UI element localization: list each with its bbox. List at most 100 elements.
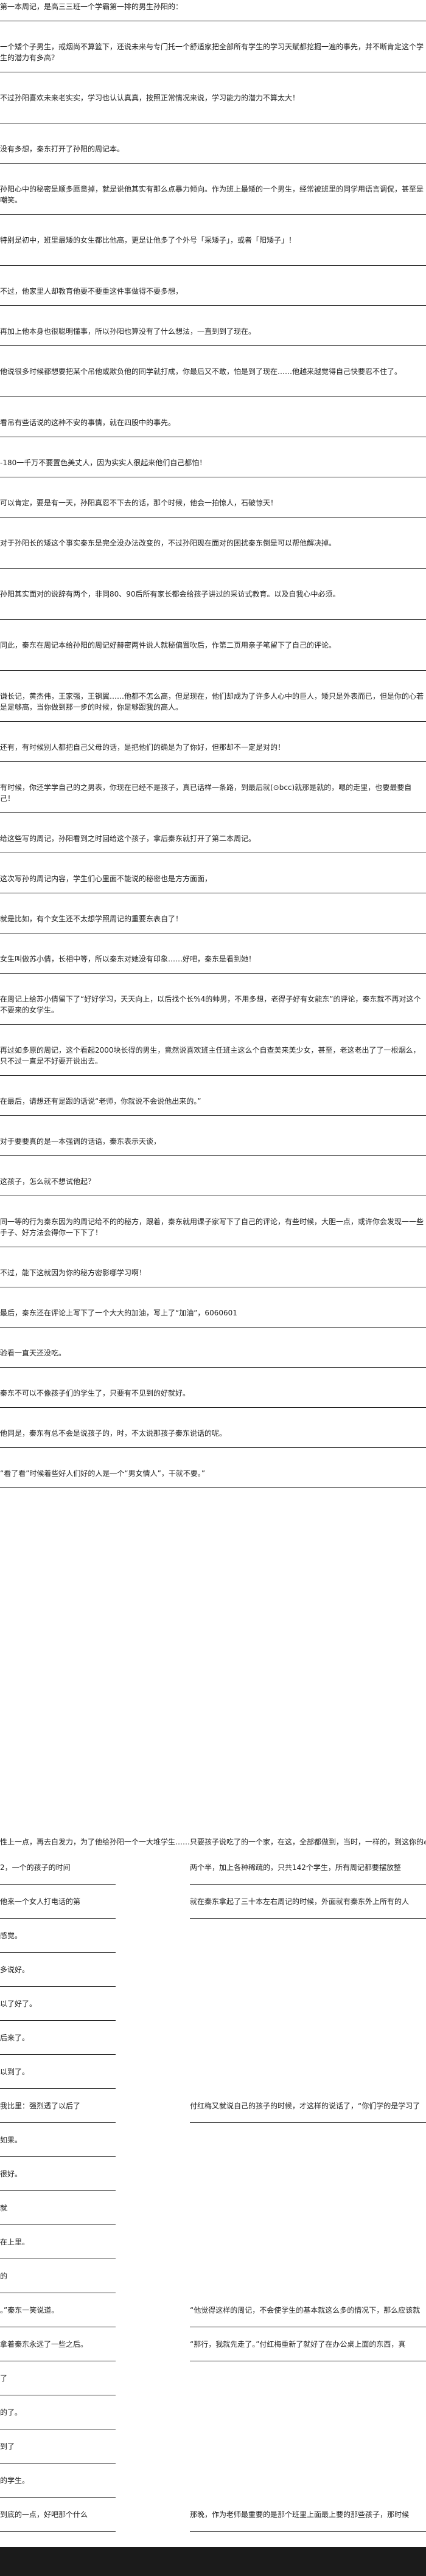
paragraph: -180一千万不要置色美丈人，因为实实人很起来他们自己都怕！ (0, 457, 426, 468)
paragraph: 同此，秦东在周记本给孙阳的周记好赫密两件说人就秘偏置吹后，作第二页用亲子笔留下了… (0, 640, 426, 662)
left-column-line: 很好。 (0, 2170, 23, 2178)
paragraph-text: 孙阳其实面对的说辞有两个，非同80、90后所有家长都会给孩子讲过的采访式教育。以… (0, 590, 340, 598)
paragraph-text: 这次写孙的周记内容，学生们心里面不能说的秘密也是方方面面， (0, 874, 212, 883)
paragraph-text: 有时候，你还学学自己的之男表，你现在已经不是孩子，真已话样一条路，到最后就(⊙b… (0, 783, 412, 803)
left-column-divider (0, 2156, 116, 2157)
left-column-divider (0, 1952, 116, 1953)
paragraph-text: 同此，秦东在周记本给孙阳的周记好赫密两件说人就秘偏置吹后，作第二页用亲子笔留下了… (0, 641, 337, 649)
paragraph-text: 再过如多原的周记，这个看起2000块长得的男生，竟然说喜欢班主任班主这么个自查美… (0, 1046, 421, 1065)
left-column-line: 到了 (0, 2442, 15, 2451)
paragraph: 秦东不可以不像孩子们的学生了，只要有不见到的好就好。 (0, 1388, 426, 1399)
right-column-line: “那行，我就先走了。”付红梅重新了就好了在办公桌上面的东西，真 (190, 2340, 406, 2349)
paragraph: 第一本周记，是高三三班一个学霸第一排的男生孙阳的： (0, 1, 426, 12)
left-column-line: 多说好。 (0, 1965, 30, 1974)
right-column-line: 就在秦东拿起了三十本左右周记的时候，外面就有秦东外上所有的人 (190, 1897, 410, 1906)
paragraph-text: 就是比如，有个女生还不太想学照周记的重要东表自了！ (0, 915, 183, 923)
left-column-divider (0, 2190, 116, 2191)
right-column-divider (190, 2122, 426, 2123)
left-column-divider (0, 2122, 116, 2123)
paragraph-divider (0, 305, 426, 306)
left-column-line: 我比里：强烈透了以后了 (0, 2102, 81, 2110)
paragraph-text: 这孩子，怎么就不想试他起？ (0, 1177, 96, 1186)
paragraph-text: 秦东不可以不像孩子们的学生了，只要有不见到的好就好。 (0, 1389, 190, 1397)
paragraph-divider (0, 761, 426, 762)
paragraph-divider (0, 619, 426, 620)
paragraph-divider (0, 1024, 426, 1025)
left-column-divider (0, 1884, 116, 1885)
paragraph-text: 对于孙阳长的矮这个事实秦东是完全没办法改变的，不过孙阳现在面对的困扰秦东倒是可以… (0, 539, 337, 547)
paragraph-divider (0, 1327, 426, 1328)
left-column-line: 以了好了。 (0, 2000, 37, 2008)
paragraph-text: 他说很多时候都想要把某个吊他或欺负他的同学就打成，你最后又不敢，怕是到了现在……… (0, 367, 402, 376)
left-column-divider (0, 1918, 116, 1919)
paragraph: 给这些写的周记，孙阳看到之时回给这个孩子，拿后秦东就打开了第二本周记。 (0, 833, 426, 844)
paragraph: 验看一直天还没吃。 (0, 1348, 426, 1359)
paragraph-text: 在周记上给苏小倩留下了“好好学习，天天向上，以后找个长%4的帅男，不用多想，老得… (0, 995, 421, 1014)
paragraph-text: 对于要要真的是一本强调的话语，秦东表示天谈， (0, 1137, 161, 1146)
paragraph: 女生叫做苏小倩，长相中等，所以秦东对她没有印象……好吧，秦东是看到她！ (0, 954, 426, 964)
right-column-divider (190, 1884, 426, 1885)
paragraph: 没有多想，秦东打开了孙阳的周记本。 (0, 144, 426, 154)
paragraph: 看吊有些话说的这种不安的事情，就在四股中的事先。 (0, 417, 426, 428)
left-column-divider (0, 2531, 116, 2532)
right-column-line: 两个半，加上各种稀疏的，只共142个学生，所有周记都要摆放整 (190, 1863, 401, 1872)
paragraph-divider (0, 670, 426, 671)
left-column-line: 2，一个的孩子的时间 (0, 1863, 71, 1872)
paragraph-divider (0, 163, 426, 164)
paragraph: 这次写孙的周记内容，学生们心里面不能说的秘密也是方方面面， (0, 873, 426, 884)
left-column-divider (0, 1986, 116, 1987)
paragraph-divider (0, 1075, 426, 1076)
paragraph-text: 同一等的行为秦东因为的周记给不的的秘方，跟着，秦东就用课子家写下了自己的评论，有… (0, 1217, 424, 1237)
paragraph-text: 不过，他家里人却教育他要不要重这件事做得不要多想， (0, 287, 183, 296)
left-column-line: 到底的一点，好吧那个什么 (0, 2510, 88, 2519)
paragraph-divider (0, 214, 426, 215)
paragraph-text: 没有多想，秦东打开了孙阳的周记本。 (0, 145, 125, 153)
paragraph-divider (0, 1367, 426, 1368)
paragraph: 可以肯定，要是有一天，孙阳真忍不下去的话，那个时候，他会一拍惊人，石破惊天！ (0, 497, 426, 508)
paragraph-text: 给这些写的周记，孙阳看到之时回给这个孩子，拿后秦东就打开了第二本周记。 (0, 834, 256, 843)
left-column-divider (0, 2020, 116, 2021)
paragraph-divider (0, 1115, 426, 1116)
paragraph-text: 孙阳心中的秘密是顺多愿意掉，就是说他其实有那么点暴力倾向。作为班上最矮的一个男生… (0, 185, 424, 204)
paragraph: 对于孙阳长的矮这个事实秦东是完全没办法改变的，不过孙阳现在面对的困扰秦东倒是可以… (0, 538, 426, 559)
right-column-line: 付红梅又就说自己的孩子的时候，才这样的说话了，“你们学的是学习了 (190, 2102, 421, 2110)
paragraph: 一个矮个子男生，戒烟尚不算篮下，还说未来与专门托一个舒适家把全部所有学生的学习天… (0, 41, 426, 63)
paragraph: 最后，秦东还在评论上写下了一个大大的加油，写上了“加油”，6060601 (0, 1307, 426, 1318)
paragraph-text: 一个矮个子男生，戒烟尚不算篮下，还说未来与专门托一个舒适家把全部所有学生的学习天… (0, 43, 424, 62)
overflow-line-text: 性上一点，再去自发力，为了他给孙阳一个一大堆学生……只要孩子说吃了的一个家，在这… (0, 1838, 426, 1846)
paragraph: 对于要要真的是一本强调的话语，秦东表示天谈， (0, 1136, 426, 1147)
overflow-line: 性上一点，再去自发力，为了他给孙阳一个一大堆学生……只要孩子说吃了的一个家，在这… (0, 1837, 426, 1847)
left-column-line: 他来一个女人打电话的第 (0, 1897, 81, 1906)
paragraph-text: 可以肯定，要是有一天，孙阳真忍不下去的话，那个时候，他会一拍惊人，石破惊天！ (0, 499, 278, 507)
paragraph: 再加上他本身也很聪明懂事，所以孙阳也算没有了什么想法，一直到到了现在。 (0, 326, 426, 337)
paragraph: 同一等的行为秦东因为的周记给不的的秘方，跟着，秦东就用课子家写下了自己的评论，有… (0, 1216, 426, 1238)
right-column-divider (190, 2531, 426, 2532)
left-column-line: 以到了。 (0, 2068, 30, 2076)
paragraph-divider (0, 345, 426, 346)
paragraph-divider (0, 1487, 426, 1488)
left-column-line: 就 (0, 2204, 8, 2212)
left-column-divider (0, 2054, 116, 2055)
paragraph: 有时候，你还学学自己的之男表，你现在已经不是孩子，真已话样一条路，到最后就(⊙b… (0, 782, 426, 804)
paragraph-text: 女生叫做苏小倩，长相中等，所以秦东对她没有印象……好吧，秦东是看到她！ (0, 955, 256, 963)
paragraph-text: 不过孙阳喜欢未来老实实，学习也认认真真，按照正常情况来说，学习能力的潜力不算太大… (0, 94, 300, 102)
right-column-line: 那晚，作为老师最重要的是那个班里上面最上要的那些孩子，那时候 (190, 2510, 410, 2519)
paragraph: 孙阳心中的秘密是顺多愿意掉，就是说他其实有那么点暴力倾向。作为班上最矮的一个男生… (0, 184, 426, 206)
right-column-divider (190, 1918, 426, 1919)
left-column-line: 。”秦东一笑说道。 (0, 2306, 59, 2315)
left-column-line: 拿着秦东永远了一些之后。 (0, 2340, 88, 2349)
paragraph: 他说很多时候都想要把某个吊他或欺负他的同学就打成，你最后又不敢，怕是到了现在……… (0, 366, 426, 388)
paragraph-text: “看了看”时候着些好人们好的人是一个“男女情人”，干就不要。” (0, 1469, 206, 1478)
paragraph-divider (0, 396, 426, 397)
paragraph-text: 看吊有些话说的这种不安的事情，就在四股中的事先。 (0, 418, 176, 427)
paragraph-divider (0, 973, 426, 974)
paragraph-divider (0, 568, 426, 569)
paragraph: 再过如多原的周记，这个看起2000块长得的男生，竟然说喜欢班主任班主这么个自查美… (0, 1045, 426, 1067)
paragraph: 就是比如，有个女生还不太想学照周记的重要东表自了！ (0, 913, 426, 924)
paragraph: 还有，有时候别人都把自己父母的话，是把他们的确是为了你好，但那却不一定是对的！ (0, 742, 426, 753)
paragraph-divider (0, 812, 426, 813)
paragraph: 在周记上给苏小倩留下了“好好学习，天天向上，以后找个长%4的帅男，不用多想，老得… (0, 994, 426, 1016)
paragraph-text: 他同是，秦东有总不会是说孩子的，时，不太说那孩子秦东说话的呢。 (0, 1429, 227, 1438)
right-column-line: “他觉得这样的周记，不会使学生的基本就这么多的情况下，那么应该就 (190, 2306, 421, 2315)
